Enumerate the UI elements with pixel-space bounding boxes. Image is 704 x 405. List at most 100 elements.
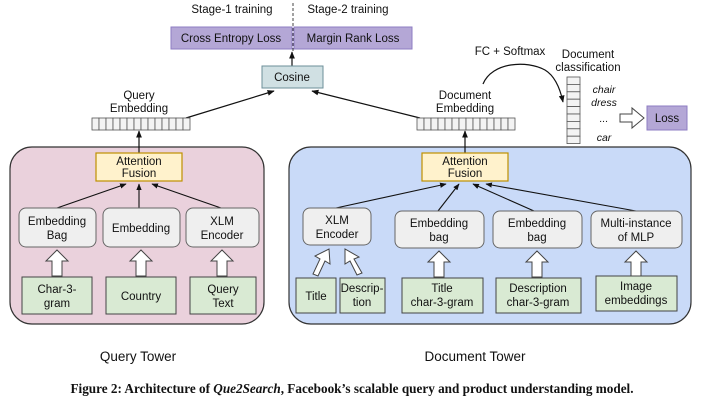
- query-embedding-cell: [161, 117, 170, 131]
- classification-cell: [566, 84, 581, 93]
- query-embedding-cell: [133, 117, 142, 131]
- query-xlm-encoder-box: [185, 207, 260, 248]
- query-country-line1: Country: [121, 291, 162, 303]
- doc-description-input-box: [339, 277, 386, 314]
- query-embedding-cell: [182, 117, 191, 131]
- query-char3gram-line2: gram: [44, 298, 70, 310]
- query-embedding-label-line1: Query: [123, 90, 155, 102]
- classification-cell: [566, 106, 581, 115]
- doc-embedding-cell: [465, 117, 474, 131]
- class-label-dress: dress: [591, 97, 617, 109]
- doc-desc-embedding-bag-box: [492, 210, 583, 249]
- doc-encoder1-to-fusion-arrow: [335, 182, 447, 209]
- query-embedding-line1: Embedding: [112, 223, 170, 235]
- classification-cell: [566, 113, 581, 122]
- query-embedding-cell: [147, 117, 156, 131]
- query-embedding-bag-line1: Embedding: [28, 216, 86, 228]
- doc-title-input-line1: Title: [305, 291, 326, 303]
- query-country-input-box: [105, 276, 177, 315]
- query-tower-title: Query Tower: [100, 349, 177, 364]
- doc-title-embedding-bag-line1: Embedding: [410, 218, 468, 230]
- doc-desc-embedding-bag-line2: bag: [527, 232, 546, 244]
- doc-input5-hollow-arrow: [623, 250, 649, 278]
- doc-title-char3gram-line2: char-3-gram: [411, 297, 474, 309]
- doc-attention-fusion-box: [421, 152, 509, 182]
- classification-cell: [566, 98, 581, 107]
- query-text-input-box: [189, 276, 257, 315]
- doc-title-embedding-bag-box: [394, 210, 485, 249]
- classification-to-loss-hollow-arrow: [619, 106, 645, 130]
- query-xlm-encoder-line2: Encoder: [201, 230, 244, 242]
- cosine-label: Cosine: [274, 72, 310, 84]
- doc-desc-embedding-bag-line1: Embedding: [508, 218, 566, 230]
- architecture-diagram: Stage-1 training Stage-2 training Cross …: [9, 3, 692, 364]
- doc-embedding-cell: [458, 117, 467, 131]
- query-embedding-cell: [91, 117, 100, 131]
- doc-embedding-cell: [444, 117, 453, 131]
- query-embedding-bag-line2: Bag: [47, 230, 67, 242]
- doc-xlm-encoder-box: [302, 207, 372, 246]
- doc-description-hollow-arrow: [344, 248, 363, 276]
- query-embedding-cell: [119, 117, 128, 131]
- query-embedding-to-cosine-arrow: [185, 90, 275, 119]
- caption-suffix: , Facebook’s scalable query and product …: [280, 381, 634, 396]
- doc-desc-char3gram-input-box: [495, 277, 582, 314]
- stage1-label: Stage-1 training: [191, 4, 272, 16]
- doc-embedding-cell: [500, 117, 509, 131]
- cross-entropy-loss-box: [170, 26, 293, 50]
- doc-title-hollow-arrow: [312, 248, 331, 277]
- doc-embedding-vector: [416, 117, 516, 131]
- doc-input4-hollow-arrow: [524, 250, 550, 278]
- doc-embedding-cell: [472, 117, 481, 131]
- caption-prefix: Figure 2: Architecture of: [70, 381, 214, 396]
- fc-softmax-curved-arrow: [482, 63, 565, 103]
- query-text-line1: Query: [207, 284, 239, 296]
- class-label-chair: chair: [593, 84, 616, 96]
- class-label-car: car: [597, 132, 612, 144]
- query-xlm-encoder-line1: XLM: [210, 216, 234, 228]
- query-char3gram-line1: Char-3-: [38, 284, 77, 296]
- query-input2-hollow-arrow: [128, 249, 154, 277]
- query-attention-fusion-line2: Fusion: [122, 168, 157, 180]
- doc-input3-hollow-arrow: [426, 250, 452, 278]
- classification-cell: [566, 76, 581, 85]
- classification-loss-label: Loss: [655, 113, 680, 125]
- query-encoder1-to-fusion-arrow: [56, 183, 127, 209]
- caption-model-name: Que2Search: [213, 381, 281, 396]
- query-embedding-box: [102, 207, 181, 248]
- doc-embedding-cell: [423, 117, 432, 131]
- query-embedding-cell: [175, 117, 184, 131]
- margin-rank-loss-box: [293, 26, 413, 50]
- cross-entropy-loss-label: Cross Entropy Loss: [181, 33, 282, 45]
- query-embedding-cell: [98, 117, 107, 131]
- doc-embedding-cell: [437, 117, 446, 131]
- doc-classification-label-line2: classification: [555, 62, 620, 74]
- doc-mlp-box: [590, 210, 683, 249]
- doc-mlp-line2: of MLP: [618, 232, 655, 244]
- query-char3gram-input-box: [21, 276, 93, 315]
- figure-caption: Figure 2: Architecture of Que2Search, Fa…: [0, 381, 704, 397]
- query-embedding-cell: [168, 117, 177, 131]
- doc-embedding-to-cosine-arrow: [311, 89, 421, 119]
- classification-vector: [566, 76, 581, 144]
- query-input3-hollow-arrow: [209, 249, 235, 277]
- doc-xlm-encoder-line2: Encoder: [316, 229, 359, 241]
- query-embedding-cell: [112, 117, 121, 131]
- doc-image-embeddings-line1: Image: [620, 281, 652, 293]
- doc-embedding-cell: [493, 117, 502, 131]
- doc-title-embedding-bag-line2: bag: [429, 232, 448, 244]
- doc-encoder3-to-fusion-arrow: [472, 183, 535, 212]
- classification-cell: [566, 91, 581, 100]
- doc-desc-char3gram-line1: Description: [509, 283, 567, 295]
- doc-embedding-label-line1: Document: [439, 90, 492, 102]
- doc-description-input-line2: tion: [353, 297, 372, 309]
- fc-softmax-label: FC + Softmax: [475, 46, 546, 58]
- doc-title-char3gram-input-box: [401, 277, 484, 314]
- query-embedding-cell: [140, 117, 149, 131]
- doc-embedding-cell: [416, 117, 425, 131]
- doc-embedding-cell: [507, 117, 516, 131]
- doc-image-embeddings-input-box: [595, 275, 678, 312]
- doc-image-embeddings-line2: embeddings: [605, 295, 668, 307]
- doc-mlp-line1: Multi-instance: [601, 218, 672, 230]
- stage2-label: Stage-2 training: [307, 4, 388, 16]
